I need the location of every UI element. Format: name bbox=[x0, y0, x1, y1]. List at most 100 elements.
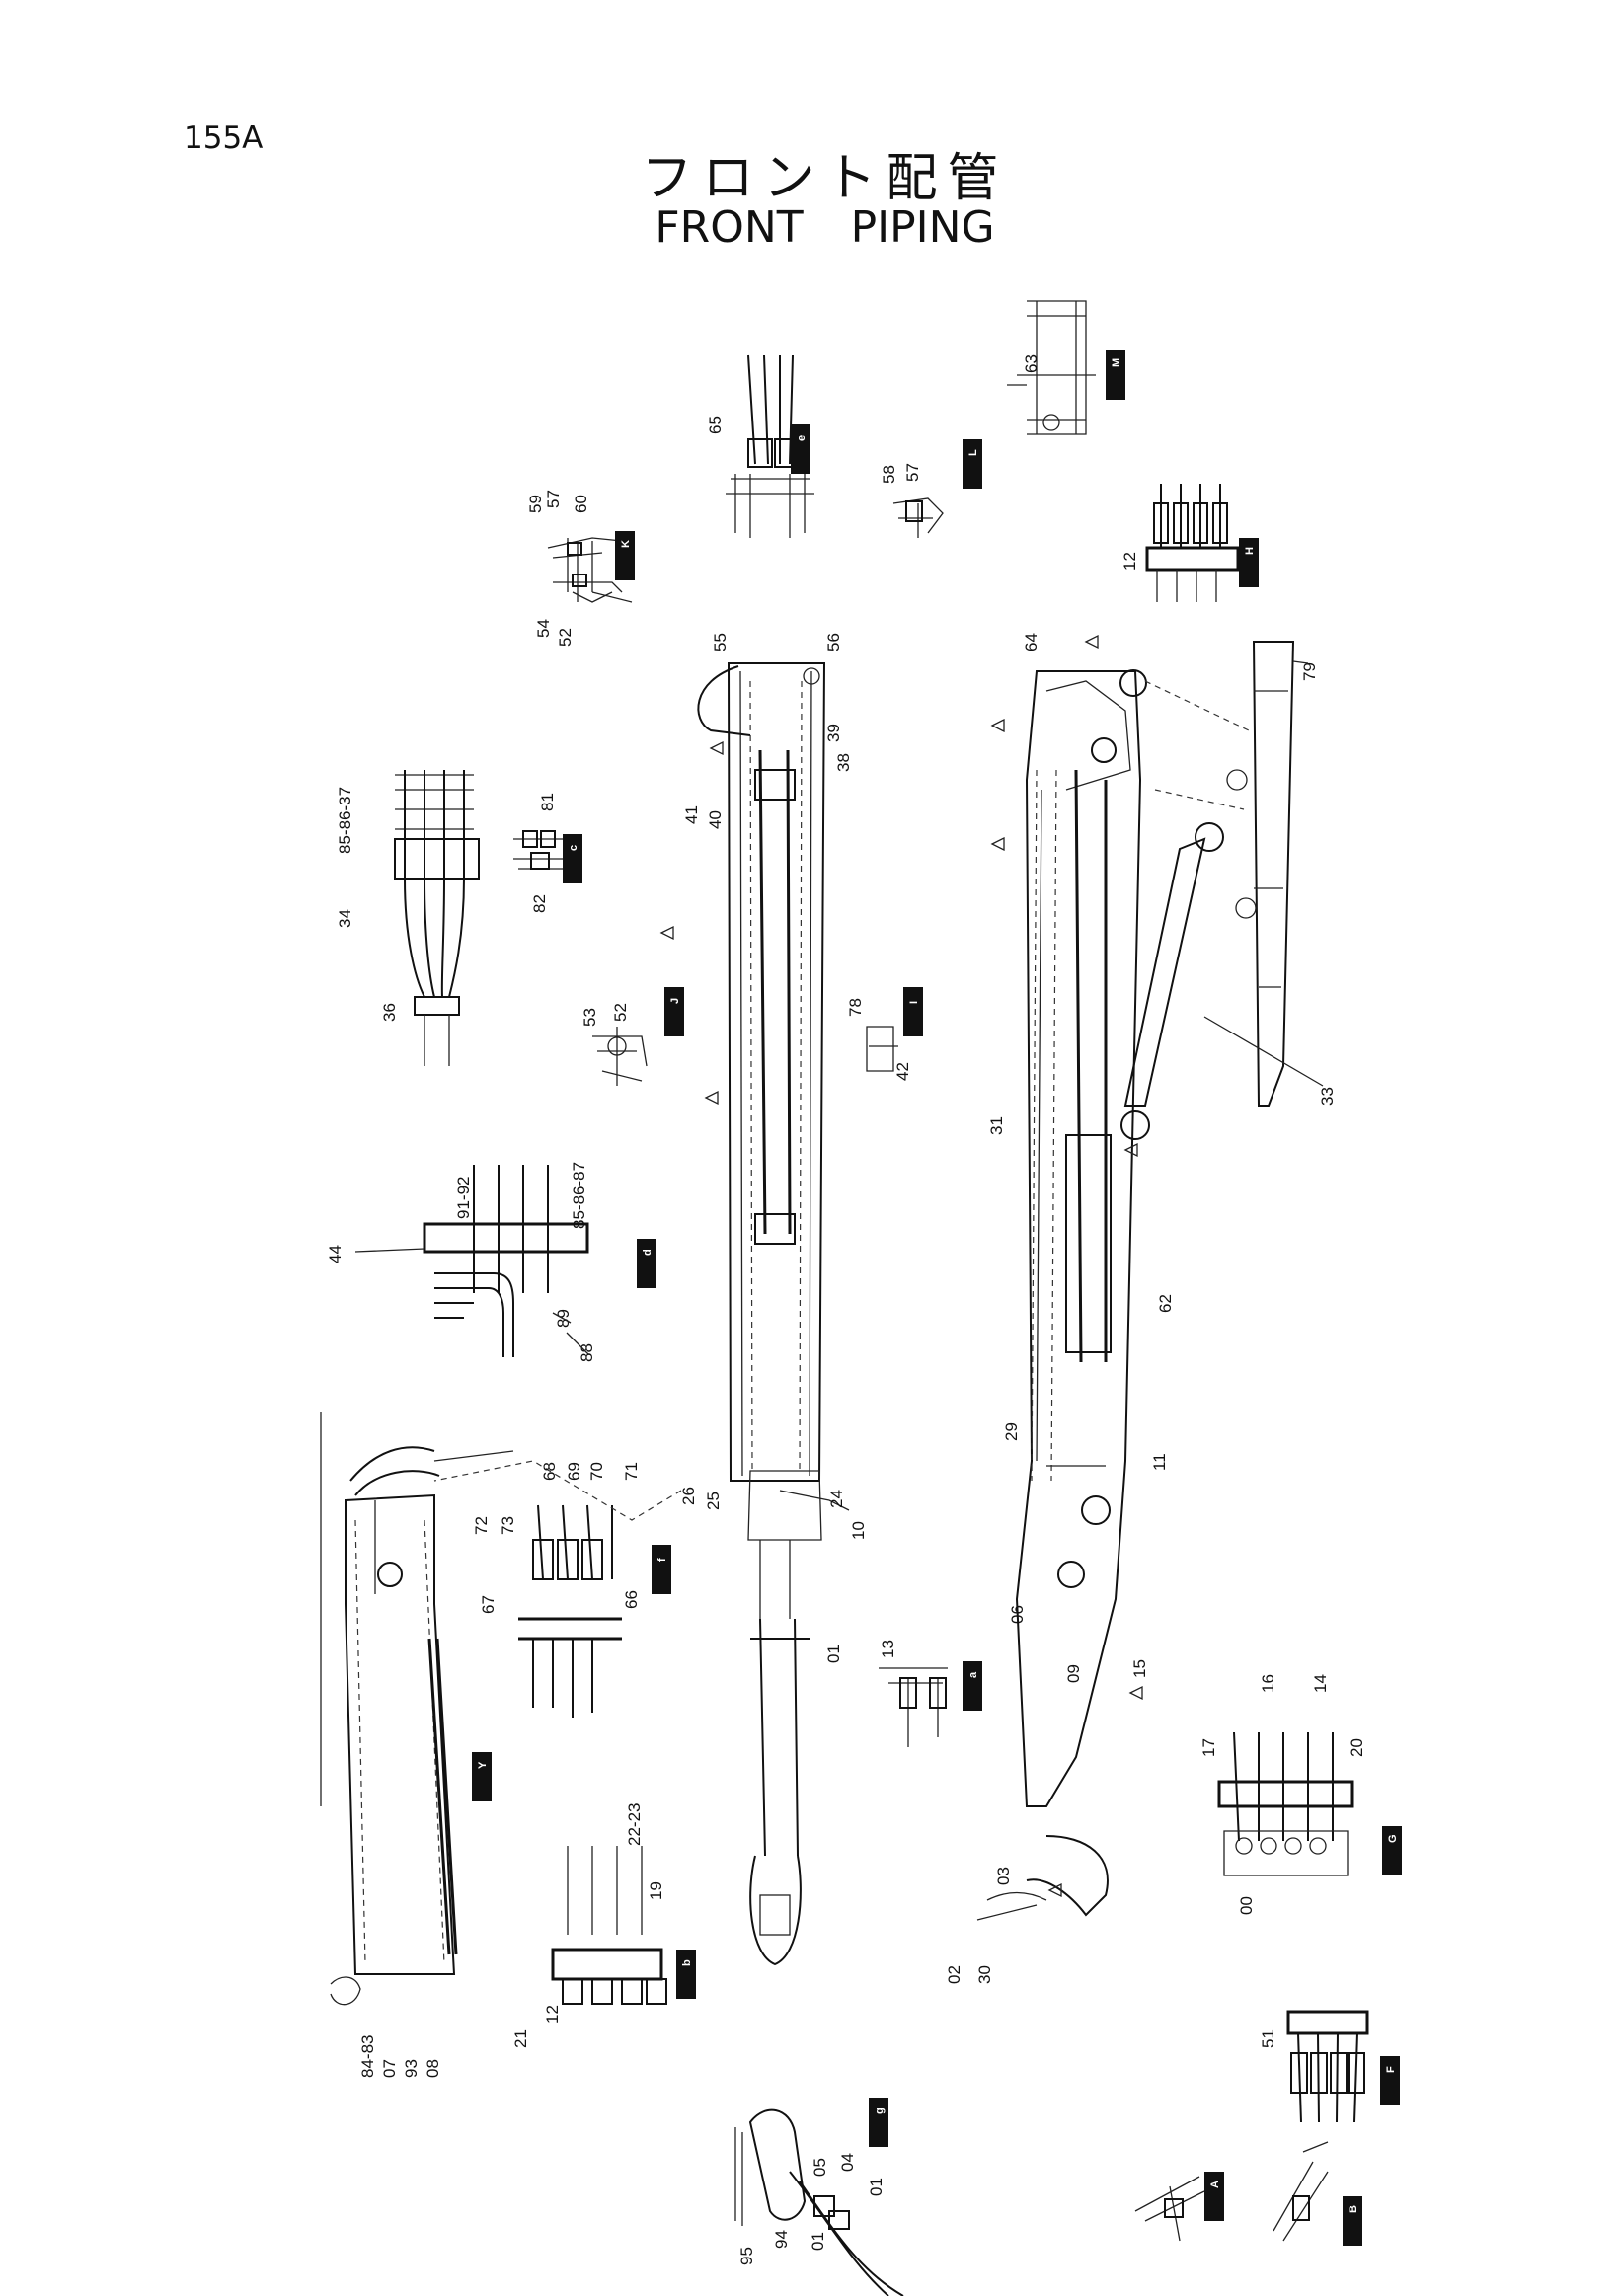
svg-text:e: e bbox=[796, 435, 808, 441]
svg-text:c: c bbox=[568, 845, 579, 851]
detail-g-drawing: 95 94 01 05 04 01 bbox=[734, 2108, 904, 2296]
callout-48: 08 bbox=[424, 2059, 442, 2078]
detail-c-drawing: 81 82 bbox=[513, 793, 573, 913]
callout-12-bottom: 51 bbox=[1259, 2029, 1277, 2048]
callout-93: 01 bbox=[809, 2232, 827, 2251]
callout-20: 00 bbox=[1237, 1896, 1256, 1915]
arm-assembly: 55 56 39 38 41 40 26 25 24 10 01 bbox=[679, 633, 868, 1966]
callout-17: 20 bbox=[1348, 1738, 1366, 1757]
callout-52: 52 bbox=[556, 628, 575, 647]
svg-text:F: F bbox=[1385, 2066, 1397, 2073]
callout-64: 64 bbox=[1022, 633, 1041, 651]
detail-tag-b-upper: B bbox=[1343, 2196, 1362, 2246]
detail-tag-e: e bbox=[791, 424, 810, 474]
detail-k-drawing: 59 57 60 54 52 bbox=[526, 490, 633, 647]
detail-d-drawing: 91-92 85-86-87 44 89 88 bbox=[326, 1162, 596, 1362]
callout-41: 41 bbox=[682, 805, 701, 824]
detail-tag-j: J bbox=[664, 987, 684, 1036]
callout-36: 36 bbox=[380, 1003, 399, 1022]
callout-71: 71 bbox=[622, 1462, 641, 1481]
boom-cylinder: 79 33 bbox=[1120, 641, 1337, 1140]
detail-tag-b: b bbox=[676, 1950, 696, 1999]
detail-a-drawing: 13 bbox=[879, 1640, 948, 1747]
callout-72: 72 bbox=[472, 1516, 491, 1535]
svg-text:f: f bbox=[656, 1558, 668, 1562]
callout-58: 58 bbox=[880, 465, 898, 484]
callout-63: 63 bbox=[1022, 354, 1041, 373]
callout-12-top: 12 bbox=[1120, 552, 1139, 571]
callout-60: 60 bbox=[572, 495, 590, 513]
callout-26: 25 bbox=[704, 1492, 723, 1510]
callout-44: 44 bbox=[326, 1245, 345, 1263]
callout-27: 26 bbox=[679, 1487, 698, 1505]
detail-b-drawing: 22-23 19 21 12 bbox=[511, 1803, 667, 2048]
svg-text:H: H bbox=[1244, 547, 1256, 555]
callout-84-83: 95 bbox=[737, 2247, 756, 2265]
detail-tag-f: f bbox=[652, 1545, 671, 1594]
svg-text:M: M bbox=[1111, 358, 1122, 367]
detail-e-drawing: 65 bbox=[706, 354, 814, 538]
callout-21: 12 bbox=[543, 2005, 562, 2024]
detail-l-drawing: 58 57 bbox=[880, 463, 944, 538]
callout-85-86-37: 85-86-37 bbox=[336, 787, 354, 854]
callout-52b: 52 bbox=[611, 1003, 630, 1022]
callout-95: 04 bbox=[838, 2153, 857, 2172]
callout-42: 31 bbox=[987, 1116, 1006, 1135]
callout-53: 53 bbox=[580, 1008, 599, 1027]
detail-j-drawing: 53 52 bbox=[580, 1003, 648, 1086]
svg-text:d: d bbox=[642, 1249, 654, 1256]
callout-54: 54 bbox=[534, 619, 553, 638]
callout-11: 11 bbox=[1150, 1453, 1169, 1471]
svg-text:Y: Y bbox=[477, 1761, 489, 1769]
callout-66: 66 bbox=[622, 1590, 641, 1609]
callout-49: 93 bbox=[402, 2059, 421, 2078]
callout-15: 16 bbox=[1259, 1674, 1277, 1693]
callout-03: 02 bbox=[945, 1965, 964, 1984]
svg-text:A: A bbox=[1209, 2181, 1221, 2188]
callout-40: 40 bbox=[706, 810, 725, 829]
title-english: FRONT PIPING bbox=[655, 202, 995, 253]
detail-tag-d: d bbox=[637, 1239, 656, 1288]
svg-text:B: B bbox=[1348, 2205, 1359, 2213]
callout-38: 38 bbox=[834, 753, 853, 772]
callout-31: 42 bbox=[893, 1062, 912, 1081]
callout-22-23: 19 bbox=[647, 1881, 665, 1900]
callout-24: 10 bbox=[849, 1521, 868, 1540]
detail-tag-g-upper: G bbox=[1382, 1826, 1402, 1875]
callout-10: 01 bbox=[824, 1645, 843, 1663]
callout-85-86-87: 85-86-87 bbox=[570, 1162, 588, 1229]
detail-m-drawing: 63 bbox=[1007, 300, 1096, 435]
callout-65: 65 bbox=[706, 416, 725, 434]
svg-text:K: K bbox=[620, 540, 632, 548]
callout-73: 73 bbox=[499, 1516, 517, 1535]
callout-50: 07 bbox=[380, 2059, 399, 2078]
callout-91-92: 91-92 bbox=[454, 1177, 473, 1219]
callout-39: 39 bbox=[824, 724, 843, 742]
callout-82: 82 bbox=[530, 894, 549, 913]
callout-16: 14 bbox=[1311, 1674, 1330, 1693]
detail-tag-f-upper: F bbox=[1380, 2056, 1400, 2105]
detail-tag-a-upper: A bbox=[1204, 2172, 1224, 2221]
callout-56: 56 bbox=[824, 633, 843, 651]
svg-text:g: g bbox=[874, 2107, 886, 2114]
detail-i-drawing: 78 42 bbox=[846, 998, 912, 1081]
detail-f-upper-drawing: 51 bbox=[1259, 2010, 1369, 2123]
callout-07: 94 bbox=[772, 2230, 791, 2249]
detail-a-upper-drawing bbox=[1134, 2176, 1205, 2242]
svg-text:G: G bbox=[1387, 1834, 1399, 1843]
callout-29: 29 bbox=[1002, 1422, 1021, 1441]
detail-tags: K e L M H c J I d f a Y b G F g A B bbox=[472, 350, 1402, 2246]
callout-67: 67 bbox=[479, 1595, 498, 1614]
detail-tag-a: a bbox=[963, 1661, 982, 1711]
detail-tag-i: I bbox=[903, 987, 923, 1036]
view-arrows bbox=[659, 634, 1143, 1898]
callout-09: 15 bbox=[1130, 1659, 1149, 1678]
callout-34: 34 bbox=[336, 909, 354, 928]
detail-tag-l: L bbox=[963, 439, 982, 489]
detail-tag-k: K bbox=[615, 531, 635, 580]
callout-25: 24 bbox=[827, 1490, 846, 1508]
callout-14: 17 bbox=[1199, 1738, 1218, 1757]
callout-79: 79 bbox=[1300, 662, 1319, 681]
page-number: 155A bbox=[184, 120, 264, 156]
svg-text:b: b bbox=[681, 1959, 693, 1966]
